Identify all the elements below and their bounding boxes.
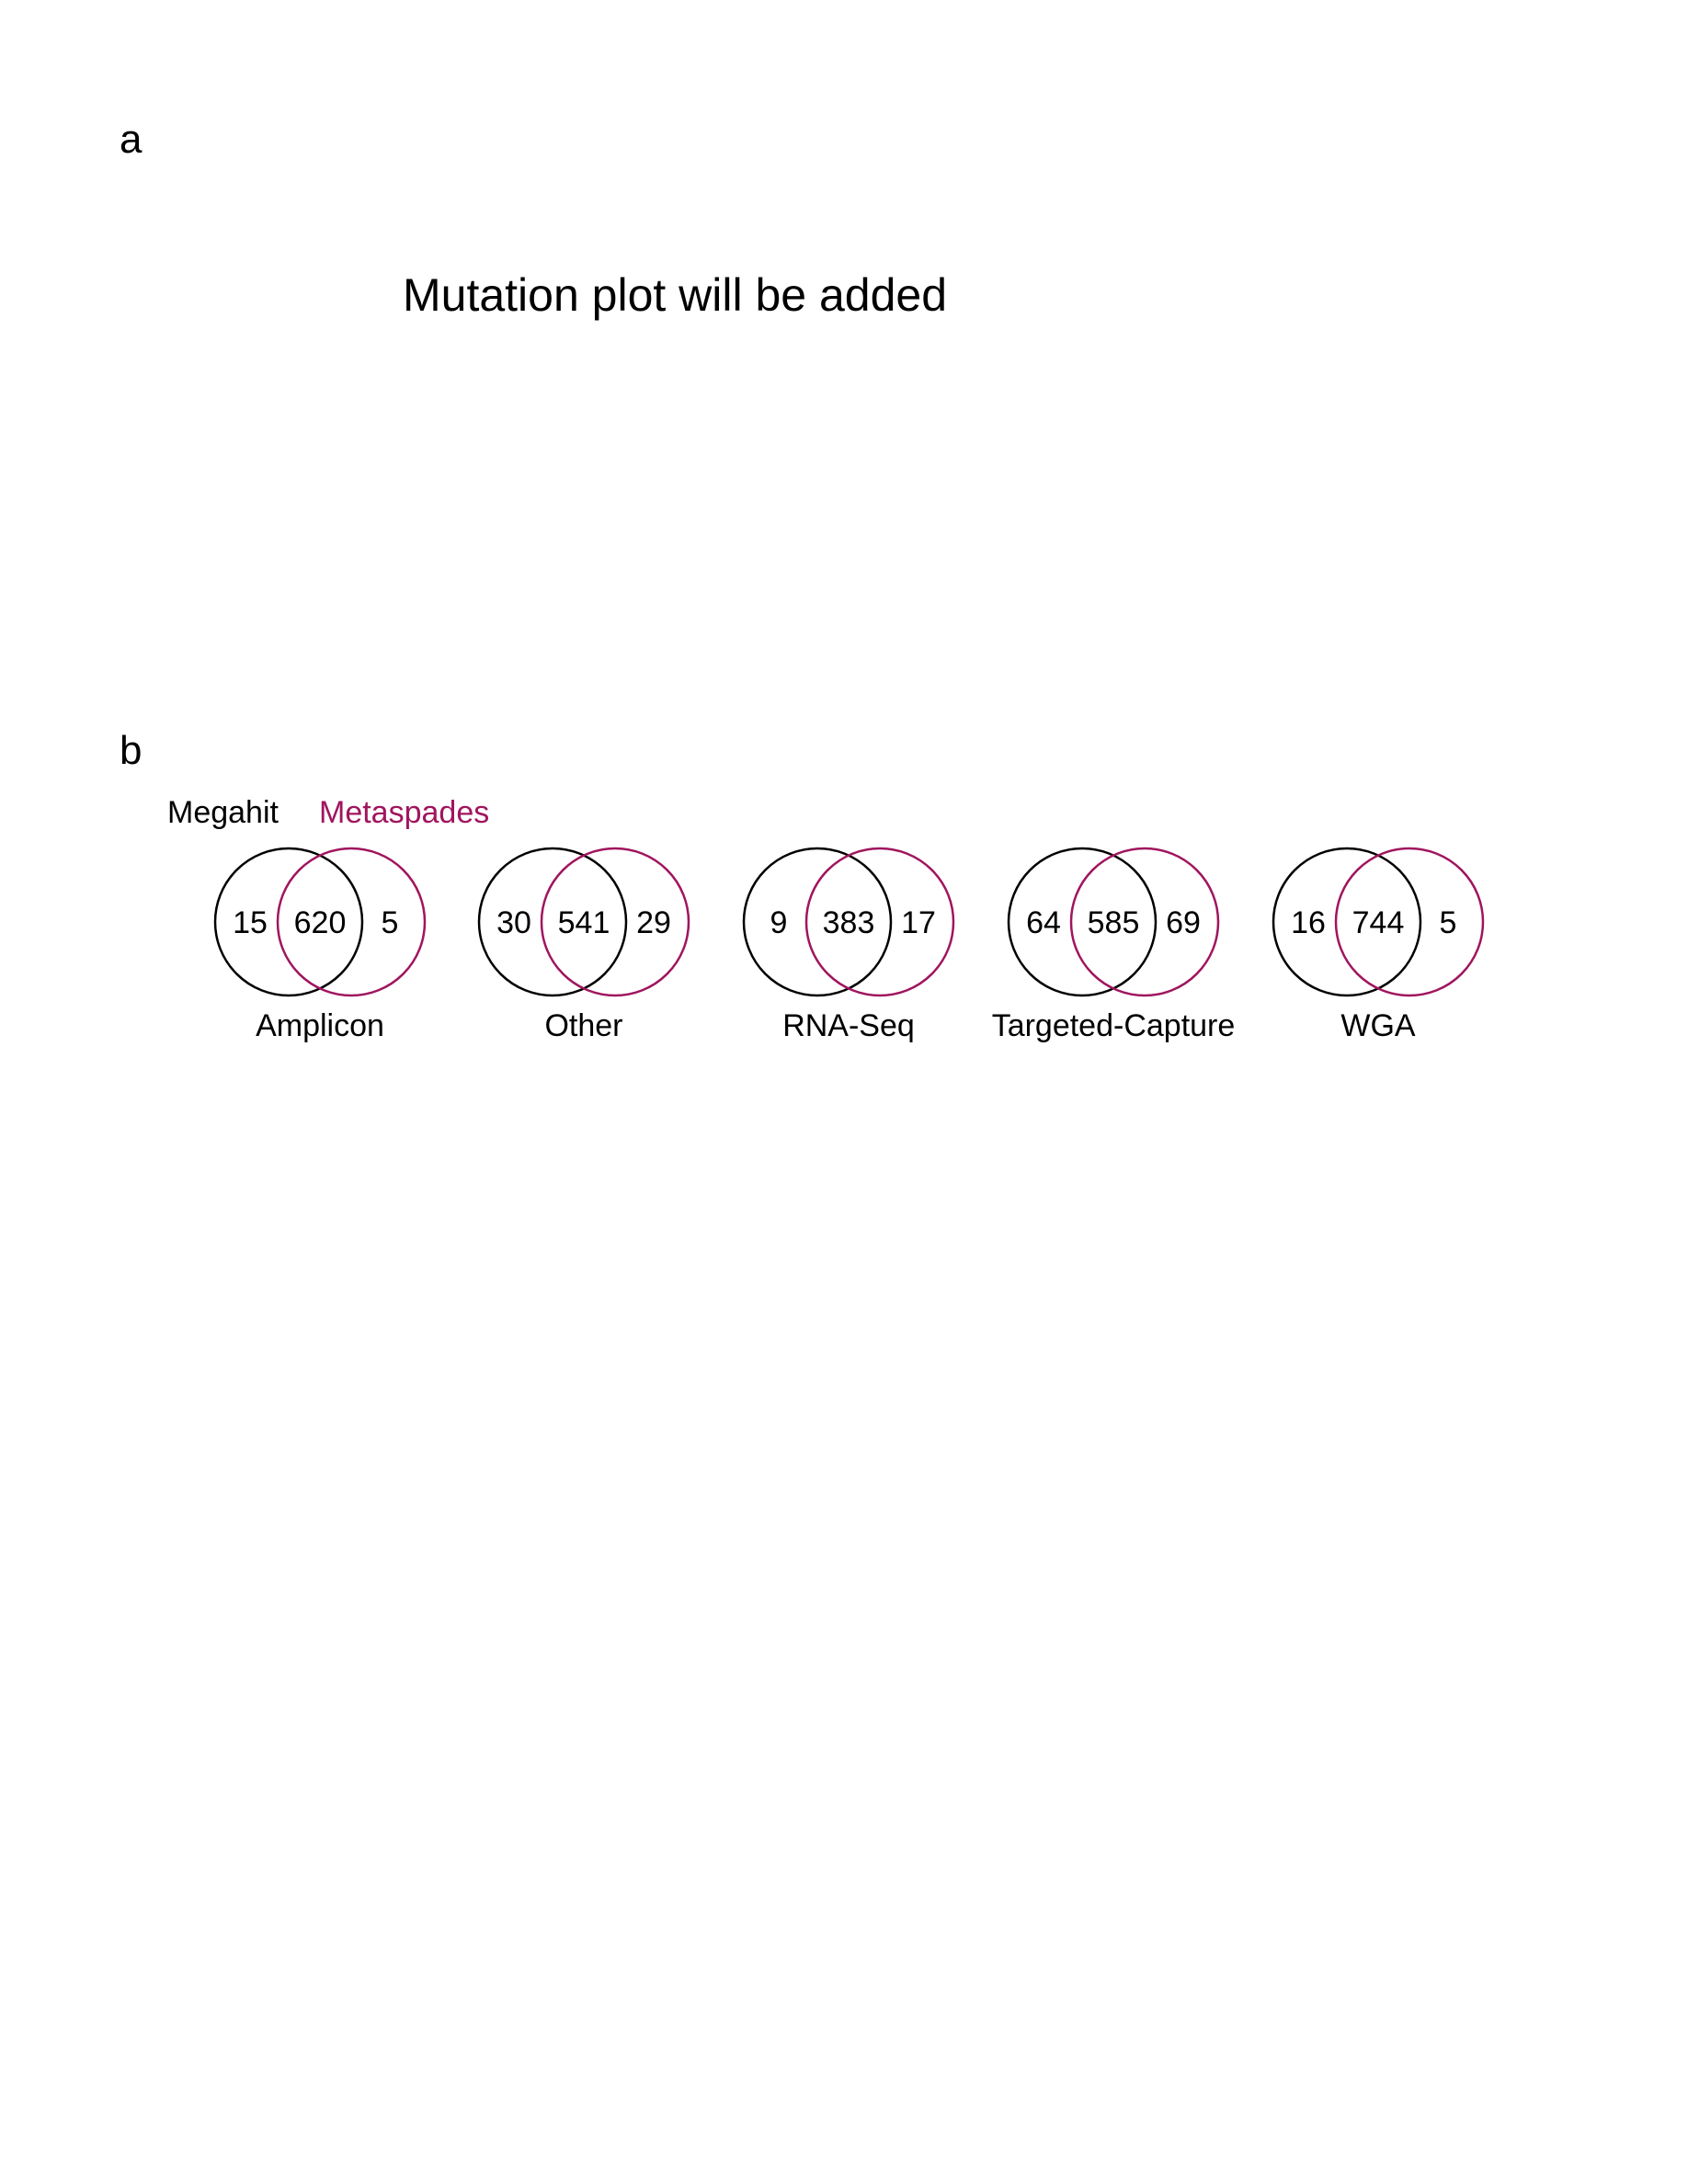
legend-label-megahit: Megahit xyxy=(167,795,279,830)
metaspades-circle xyxy=(276,847,427,997)
megahit-circle xyxy=(1272,847,1422,997)
metaspades-circle xyxy=(1334,847,1485,997)
panel-a-letter: a xyxy=(120,117,143,162)
overlap-count: 744 xyxy=(1352,905,1405,940)
megahit-only-count: 30 xyxy=(496,905,531,940)
group-label: Amplicon xyxy=(256,1008,384,1043)
group-label: RNA-Seq xyxy=(782,1008,915,1043)
overlap-count: 620 xyxy=(294,905,347,940)
megahit-circle xyxy=(213,847,364,997)
megahit-circle xyxy=(1007,847,1158,997)
metaspades-only-count: 17 xyxy=(901,905,936,940)
overlap-count: 541 xyxy=(558,905,610,940)
metaspades-only-count: 5 xyxy=(1440,905,1457,940)
metaspades-only-count: 5 xyxy=(382,905,399,940)
metaspades-circle xyxy=(804,847,955,997)
overlap-count: 383 xyxy=(823,905,875,940)
group-label: Other xyxy=(544,1008,622,1043)
megahit-only-count: 16 xyxy=(1291,905,1326,940)
megahit-only-count: 9 xyxy=(770,905,788,940)
overlap-count: 585 xyxy=(1088,905,1140,940)
metaspades-only-count: 69 xyxy=(1166,905,1201,940)
panel-b-letter: b xyxy=(120,728,143,773)
megahit-only-count: 64 xyxy=(1026,905,1061,940)
mutation-plot-placeholder: Mutation plot will be added xyxy=(403,269,948,321)
group-label: Targeted-Capture xyxy=(992,1008,1236,1043)
megahit-circle xyxy=(477,847,628,997)
group-label: WGA xyxy=(1340,1008,1416,1043)
megahit-only-count: 15 xyxy=(233,905,268,940)
legend-label-metaspades: Metaspades xyxy=(319,795,489,830)
metaspades-only-count: 29 xyxy=(636,905,671,940)
metaspades-circle xyxy=(1069,847,1220,997)
megahit-circle xyxy=(742,847,893,997)
metaspades-circle xyxy=(540,847,690,997)
